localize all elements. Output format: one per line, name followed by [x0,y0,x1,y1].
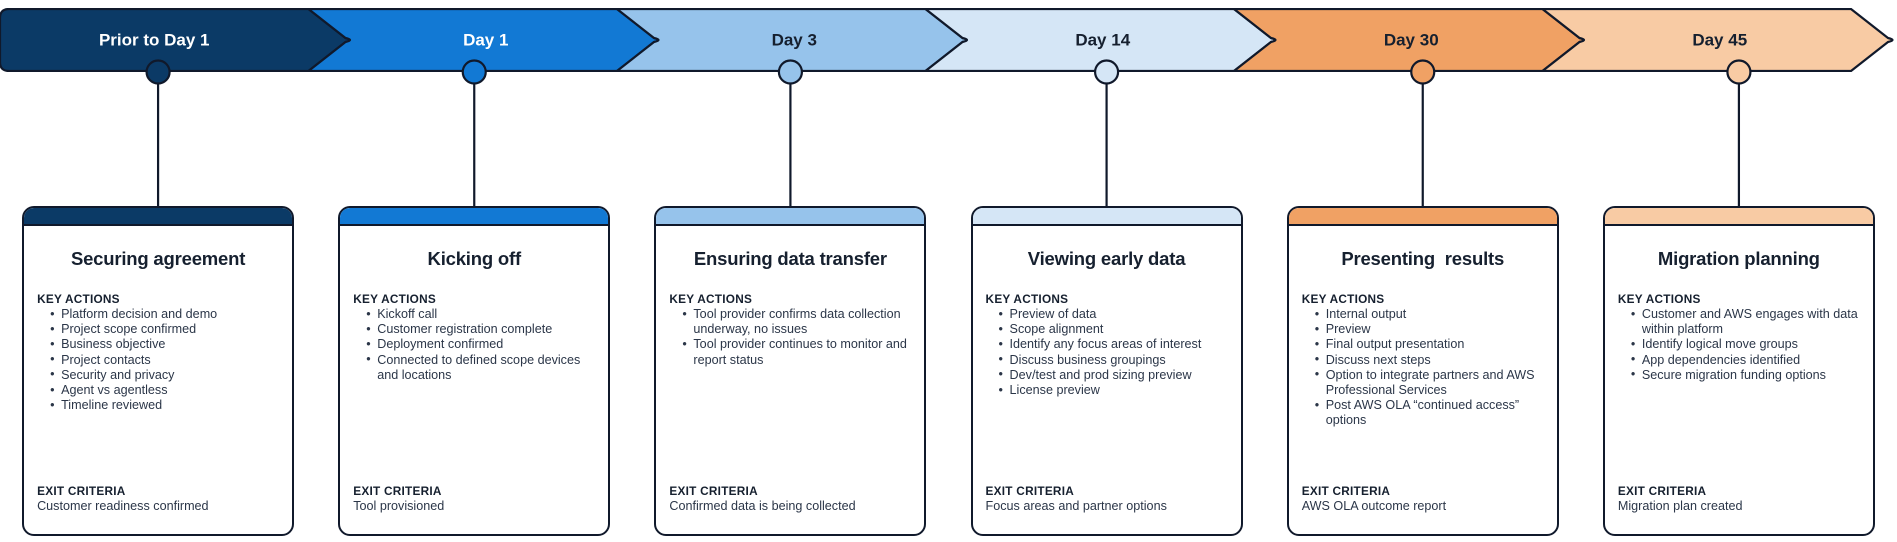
stage-card-title-1: Securing agreement [70,248,246,269]
stage-card-title-5: Presenting results [1341,248,1505,269]
key-action-item: Connected to defined scope devices and l… [366,352,595,383]
key-action-item: Project scope confirmed [50,322,279,337]
exit-criteria-text-2: Tool provisioned [353,498,445,513]
key-action-item: Final output presentation [1315,337,1544,352]
key-action-item: Tool provider continues to monitor and r… [682,337,911,367]
key-actions-list-1: Platform decision and demoProject scope … [37,306,279,413]
exit-criteria-text-6: Migration plan created [1617,498,1743,513]
exit-criteria-label-6: EXIT CRITERIA [1617,483,1707,498]
key-action-item: Project contacts [50,352,279,368]
stage-card-topbar-1 [24,208,293,226]
timeline-chevron-6[interactable] [1541,8,1894,72]
key-action-item: App dependencies identified [1631,352,1860,368]
key-action-item: Timeline reviewed [50,398,279,413]
key-action-item: Security and privacy [50,367,279,383]
key-action-item: Platform decision and demo [50,306,279,322]
key-actions-label-1: KEY ACTIONS [37,292,120,306]
stage-card-topbar-3 [656,208,925,226]
key-actions-list-5: Internal outputPreviewFinal output prese… [1302,306,1544,429]
exit-criteria-label-5: EXIT CRITERIA [1301,483,1391,498]
stage-card-title-6: Migration planning [1657,248,1820,269]
key-action-item: Discuss business groupings [999,352,1228,368]
key-action-item: License preview [999,383,1228,398]
timeline-chevron-label-3: Day 3 [772,30,817,49]
key-action-item: Customer and AWS engages with data withi… [1631,306,1860,337]
stage-card-topbar-6 [1604,208,1873,226]
exit-criteria-text-4: Focus areas and partner options [985,498,1167,513]
key-actions-list-2: Kickoff callCustomer registration comple… [353,306,595,383]
exit-criteria-text-5: AWS OLA outcome report [1301,498,1447,513]
stage-card-title-2: Kicking off [427,248,522,269]
stage-card-title-4: Viewing early data [1027,248,1186,269]
exit-criteria-label-2: EXIT CRITERIA [353,483,442,498]
key-actions-label-6: KEY ACTIONS [1617,292,1701,306]
stage-card-topbar-5 [1288,208,1557,226]
key-action-item: Post AWS OLA “continued access” options [1315,398,1544,428]
key-action-item: Tool provider confirms data collection u… [682,306,911,337]
timeline-chevron-label-4: Day 14 [1075,30,1130,49]
exit-criteria-label-3: EXIT CRITERIA [669,483,758,498]
stage-card-topbar-4 [972,208,1241,226]
key-action-item: Customer registration complete [366,322,595,337]
key-action-item: Option to integrate partners and AWS Pro… [1315,367,1544,398]
key-action-item: Identify any focus areas of interest [999,337,1228,352]
key-actions-list-4: Preview of dataScope alignmentIdentify a… [986,306,1228,398]
exit-criteria-text-3: Confirmed data is being collected [669,498,856,513]
key-actions-label-3: KEY ACTIONS [669,292,753,306]
exit-criteria-label-4: EXIT CRITERIA [985,483,1075,498]
key-action-item: Identify logical move groups [1631,337,1860,352]
exit-criteria-text-1: Customer readiness confirmed [37,498,209,513]
timeline-chevron-label-1: Prior to Day 1 [99,30,210,49]
key-actions-label-5: KEY ACTIONS [1301,292,1385,306]
key-action-item: Agent vs agentless [50,383,279,398]
timeline-banner: Prior to Day 1 Day 1 Day 3 Day 14 Day 30 Day … [0,8,1897,72]
key-action-item: Preview of data [999,306,1228,322]
key-actions-label-4: KEY ACTIONS [985,292,1069,306]
key-action-item: Business objective [50,337,279,352]
key-action-item: Deployment confirmed [366,337,595,352]
stage-card-title-3: Ensuring data transfer [693,248,887,269]
exit-criteria-label-1: EXIT CRITERIA [37,483,126,498]
key-action-item: Scope alignment [999,322,1228,337]
key-action-item: Dev/test and prod sizing preview [999,367,1228,383]
key-action-item: Kickoff call [366,306,595,322]
key-action-item: Preview [1315,322,1544,337]
key-actions-list-6: Customer and AWS engages with data withi… [1618,306,1860,383]
stage-card-topbar-2 [340,208,609,226]
key-action-item: Internal output [1315,306,1544,322]
timeline-chevron-label-5: Day 30 [1384,30,1439,49]
key-actions-label-2: KEY ACTIONS [353,292,436,306]
key-action-item: Secure migration funding options [1631,367,1860,383]
key-action-item: Discuss next steps [1315,352,1544,368]
timeline-chevron-group: Prior to Day 1 Day 1 Day 3 Day 14 Day 30 Day … [0,8,1894,72]
timeline-chevron-label-6: Day 45 [1692,30,1747,49]
key-actions-list-3: Tool provider confirms data collection u… [669,306,911,368]
timeline-chevron-label-2: Day 1 [463,30,508,49]
